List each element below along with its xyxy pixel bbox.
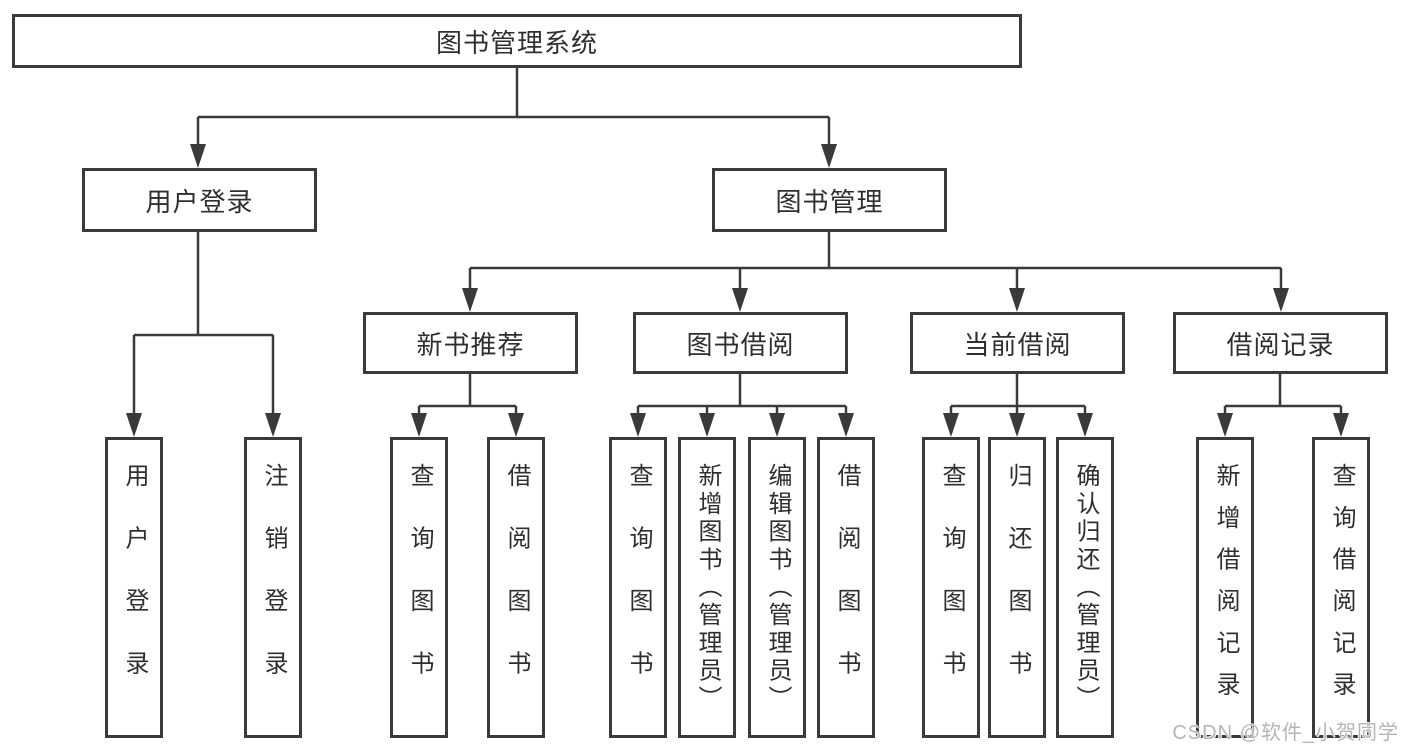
leaf-records-query: 查询借阅记录 [1312,437,1370,738]
node-borrow-records-label: 借阅记录 [1226,329,1335,360]
leaf-current-query-label: 查询图书 [938,462,965,713]
connector-user-login-to-leaves [132,232,275,416]
node-new-book-recommend: 新书推荐 [363,312,578,374]
leaf-current-return-label: 归还图书 [1004,462,1031,713]
node-book-management-label: 图书管理 [775,186,884,217]
leaf-current-confirm-admin: 确认归还（管理员） [1056,437,1114,738]
node-borrow-records: 借阅记录 [1173,312,1388,374]
leaf-records-add: 新增借阅记录 [1196,437,1254,738]
leaf-current-query: 查询图书 [922,437,980,738]
leaf-newbook-borrow-label: 借阅图书 [503,462,530,713]
arrowheads [126,144,1349,437]
connector-borrow-to-leaves [636,374,848,416]
node-book-borrow: 图书借阅 [633,312,848,374]
connector-records-to-leaves [1223,374,1343,416]
leaf-borrow-borrow: 借阅图书 [817,437,875,738]
leaf-user-login: 用户登录 [105,437,163,738]
node-book-management: 图书管理 [712,168,947,232]
leaf-current-return: 归还图书 [988,437,1046,738]
node-user-login: 用户登录 [82,168,317,232]
leaf-borrow-add-admin: 新增图书（管理员） [678,437,736,738]
leaf-borrow-query-label: 查询图书 [625,462,652,713]
leaf-borrow-borrow-label: 借阅图书 [833,462,860,713]
node-root-system-label: 图书管理系统 [435,27,598,58]
leaf-logout: 注销登录 [244,437,302,738]
leaf-user-login-label: 用户登录 [121,462,148,713]
connector-current-to-leaves [949,374,1087,416]
leaf-borrow-edit-admin: 编辑图书（管理员） [748,437,806,738]
leaf-borrow-query: 查询图书 [609,437,667,738]
leaf-logout-label: 注销登录 [260,462,287,713]
leaf-borrow-add-admin-label: 新增图书（管理员） [694,462,721,713]
leaf-borrow-edit-admin-label: 编辑图书（管理员） [764,462,791,713]
connector-root-to-level2 [196,68,831,146]
connector-new-book-to-leaves [417,374,518,416]
node-root-system: 图书管理系统 [12,14,1022,68]
leaf-current-confirm-admin-label: 确认归还（管理员） [1072,462,1099,713]
leaf-records-add-label: 新增借阅记录 [1212,462,1239,713]
csdn-watermark: CSDN @软件_小贺同学 [1172,722,1399,744]
node-current-borrow: 当前借阅 [910,312,1125,374]
leaf-newbook-borrow: 借阅图书 [487,437,545,738]
leaf-records-query-label: 查询借阅记录 [1328,462,1355,713]
connector-book-management-to-level3 [468,232,1283,290]
leaf-newbook-query-label: 查询图书 [406,462,433,713]
node-current-borrow-label: 当前借阅 [963,329,1072,360]
node-book-borrow-label: 图书借阅 [686,329,795,360]
node-user-login-label: 用户登录 [145,186,254,217]
node-new-book-recommend-label: 新书推荐 [416,329,525,360]
leaf-newbook-query: 查询图书 [390,437,448,738]
